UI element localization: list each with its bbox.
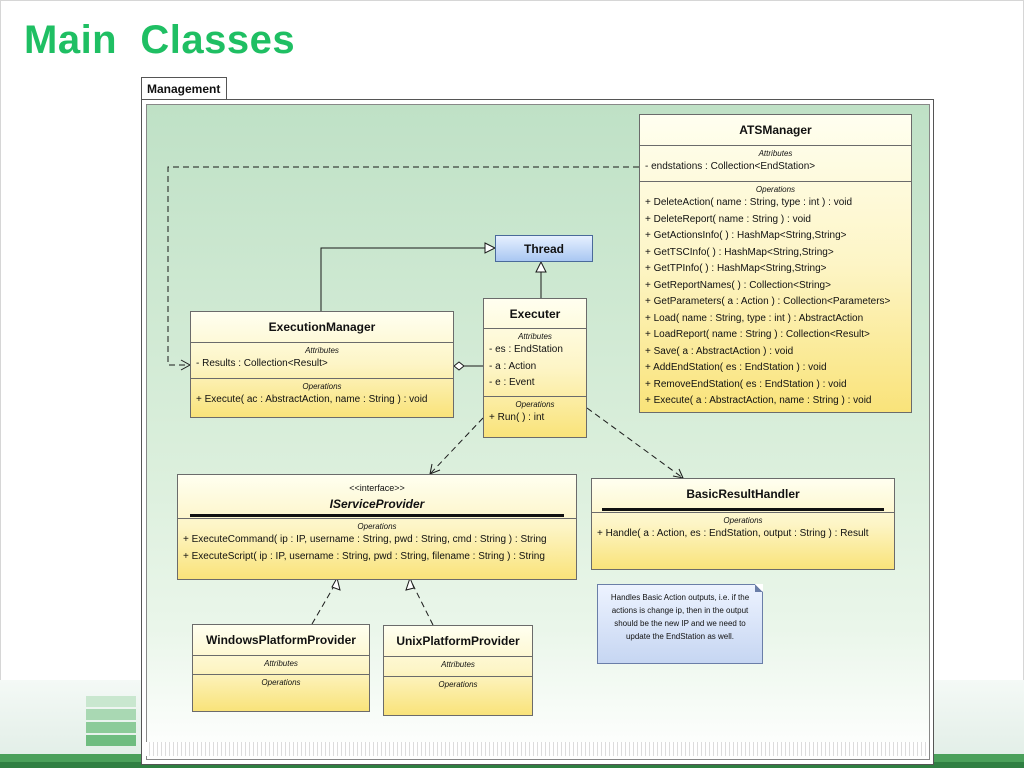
class-name: WindowsPlatformProvider [193,625,369,656]
operation-row: + DeleteReport( name : String ) : void [645,213,811,225]
operation-row: + GetTPInfo( ) : HashMap<String,String> [645,263,827,274]
attributes-title: Attributes [264,659,298,668]
operations-title: Operations [261,678,301,687]
operation-row: + Execute( a : AbstractAction, name : St… [645,395,872,406]
operation-row: + ExecuteScript( ip : IP, username : Str… [183,550,545,562]
class-name: BasicResultHandler [602,479,884,511]
operation-row: + GetParameters( a : Action ) : Collecti… [645,296,891,307]
attributes-title: Attributes [518,332,552,341]
operation-row: + Save( a : AbstractAction ) : void [645,345,794,357]
attributes-section: Attributes [193,656,369,675]
basic-result-handler-class[interactable]: BasicResultHandler Operations + Handle( … [591,478,895,570]
operation-row: + Execute( ac : AbstractAction, name : S… [196,394,428,405]
operation-row: + Run( ) : int [489,412,545,423]
decor-square [86,709,136,720]
operation-row: + LoadReport( name : String ) : Collecti… [645,329,870,340]
attribute-row: - Results : Collection<Result> [196,358,328,369]
canvas-hatch [146,742,928,756]
attributes-title: Attributes [441,660,475,669]
attributes-title: Attributes [758,149,793,158]
interface-header: <<interface>> IServiceProvider [190,475,564,517]
stereotype-label: <<interface>> [349,483,405,493]
thread-class[interactable]: Thread [495,235,593,262]
windows-platform-provider-class[interactable]: WindowsPlatformProvider Attributes Opera… [192,624,370,712]
operations-title: Operations [438,680,478,689]
ats-manager-class[interactable]: ATSManager Attributes - endstations : Co… [639,114,912,413]
operations-title: Operations [755,185,796,194]
attributes-section: Attributes - Results : Collection<Result… [191,343,453,379]
decor-square [86,696,136,707]
footer-stripe-dark [0,762,1024,768]
note-text: Handles Basic Action outputs, i.e. if th… [610,593,750,641]
execution-manager-class[interactable]: ExecutionManager Attributes - Results : … [190,311,454,418]
operations-title: Operations [723,516,763,525]
attributes-section: Attributes - endstations : Collection<En… [640,146,911,182]
comment-note[interactable]: Handles Basic Action outputs, i.e. if th… [597,584,763,664]
class-name: Executer [484,299,586,329]
operation-row: + ExecuteCommand( ip : IP, username : St… [183,534,547,545]
operations-section: Operations [193,675,369,691]
operations-section: Operations + Handle( a : Action, es : En… [592,512,894,546]
decor-square [86,735,136,746]
decor-square [86,722,136,733]
operations-section: Operations + Run( ) : int [484,397,586,430]
package-tab[interactable]: Management [141,77,227,99]
attributes-section: Attributes [384,657,532,677]
operation-row: + Load( name : String, type : int ) : Ab… [645,312,864,324]
attributes-section: Attributes - es : EndStation - a : Actio… [484,329,586,397]
operation-row: + GetActionsInfo( ) : HashMap<String,Str… [645,230,847,241]
operation-row: + GetReportNames( ) : Collection<String> [645,279,831,291]
attributes-title: Attributes [305,346,339,355]
attribute-row: - e : Event [489,377,535,388]
operations-title: Operations [302,382,342,391]
operations-title: Operations [515,400,555,409]
operations-section: Operations + Execute( ac : AbstractActio… [191,379,453,412]
class-name: UnixPlatformProvider [384,626,532,657]
operations-section: Operations + ExecuteCommand( ip : IP, us… [178,518,576,568]
operation-row: + Handle( a : Action, es : EndStation, o… [597,528,869,539]
slide-title: Main Classes [24,18,296,62]
operations-title: Operations [357,522,397,531]
operations-section: Operations [384,677,532,693]
attribute-row: - endstations : Collection<EndStation> [645,161,816,172]
attribute-row: - es : EndStation [489,344,563,355]
operation-row: + AddEndStation( es : EndStation ) : voi… [645,362,827,373]
interface-name: IServiceProvider [329,497,425,511]
executer-class[interactable]: Executer Attributes - es : EndStation - … [483,298,587,438]
note-fold-corner [755,584,763,592]
operations-section: Operations + DeleteAction( name : String… [640,182,911,413]
unix-platform-provider-class[interactable]: UnixPlatformProvider Attributes Operatio… [383,625,533,716]
class-name: ExecutionManager [191,312,453,343]
iservice-provider-interface[interactable]: <<interface>> IServiceProvider Operation… [177,474,577,580]
operation-row: + RemoveEndStation( es : EndStation ) : … [645,378,847,390]
attribute-row: - a : Action [489,360,537,372]
operation-row: + DeleteAction( name : String, type : in… [645,197,853,208]
operation-row: + GetTSCInfo( ) : HashMap<String,String> [645,246,834,258]
class-name: ATSManager [640,115,911,146]
